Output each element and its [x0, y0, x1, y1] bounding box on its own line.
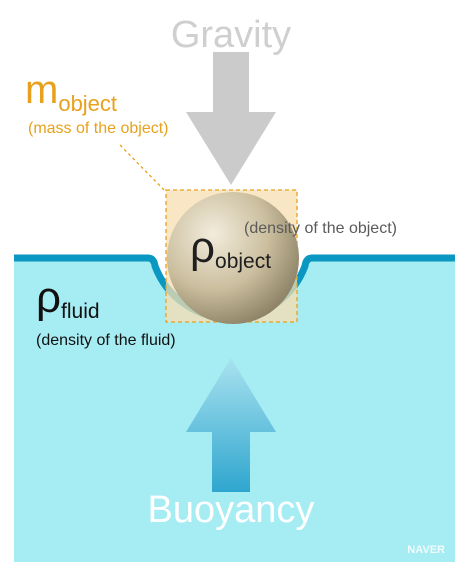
gravity-arrow	[186, 52, 276, 185]
mass-description: (mass of the object)	[28, 120, 169, 137]
mass-subscript: object	[58, 91, 117, 116]
object-sphere	[167, 192, 299, 324]
fluid-density-subscript: fluid	[61, 300, 100, 323]
mass-label: mobject (mass of the object)	[25, 68, 169, 137]
mass-leader-line	[119, 144, 167, 193]
object-density-description: (density of the object)	[244, 220, 397, 237]
object-density-symbol: ρobject	[190, 223, 271, 273]
fluid-density-symbol: ρfluid	[36, 273, 100, 323]
naver-watermark: NAVER	[407, 544, 445, 556]
buoyancy-arrow	[186, 358, 276, 492]
svg-text:mobject: mobject	[25, 68, 117, 116]
buoyancy-label: Buoyancy	[148, 489, 315, 531]
gravity-label: Gravity	[171, 14, 291, 56]
mass-symbol: m	[25, 68, 58, 112]
fluid-density-description: (density of the fluid)	[36, 332, 176, 349]
object-density-subscript: object	[215, 250, 271, 273]
